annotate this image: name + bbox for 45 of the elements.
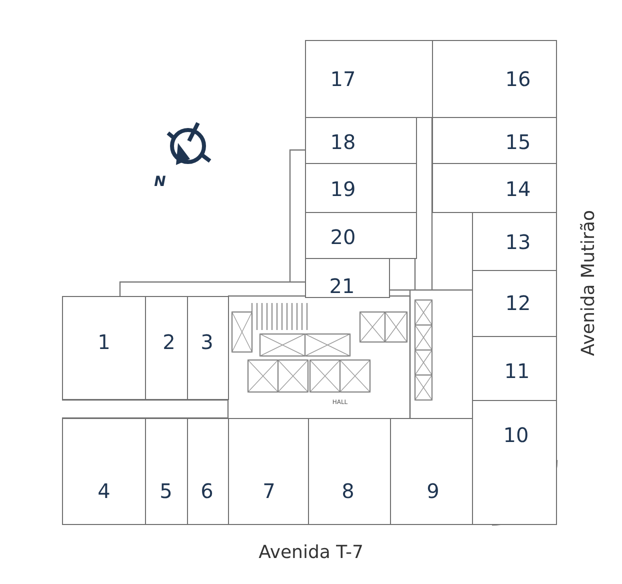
unit-room <box>432 40 557 118</box>
compass-north-label: N <box>154 175 166 189</box>
unit-room <box>228 418 309 525</box>
unit-room <box>472 336 557 401</box>
unit-number: 9 <box>426 481 440 501</box>
unit-number: 7 <box>262 481 276 501</box>
unit-room <box>305 258 390 298</box>
unit-number: 12 <box>505 293 531 313</box>
unit-number: 14 <box>505 179 531 199</box>
unit-room <box>187 296 229 400</box>
unit-room <box>145 418 188 525</box>
unit-number: 10 <box>503 425 529 445</box>
unit-number: 13 <box>505 232 531 252</box>
unit-room <box>390 418 473 525</box>
unit-room <box>472 400 557 525</box>
unit-number: 2 <box>162 332 176 352</box>
unit-number: 5 <box>160 481 172 501</box>
unit-number: 20 <box>330 227 356 247</box>
street-name: Avenida T-7 <box>258 544 364 562</box>
unit-number: 21 <box>329 276 355 296</box>
unit-room <box>62 418 146 525</box>
unit-number: 17 <box>330 69 356 89</box>
unit-number: 19 <box>330 179 356 199</box>
unit-room <box>432 117 557 164</box>
unit-number: 16 <box>505 69 531 89</box>
unit-number: 8 <box>342 481 354 501</box>
unit-number: 1 <box>98 332 110 352</box>
unit-number: 11 <box>504 361 530 381</box>
unit-number: 4 <box>98 481 110 501</box>
unit-room <box>305 117 417 164</box>
unit-room <box>305 40 433 118</box>
unit-number: 15 <box>505 132 531 152</box>
street-name: Avenida Mutirão <box>580 210 598 356</box>
unit-room <box>472 212 557 271</box>
unit-number: 3 <box>200 332 214 352</box>
unit-room <box>305 163 417 213</box>
unit-room <box>308 418 391 525</box>
unit-room <box>145 296 188 400</box>
unit-room <box>62 296 146 400</box>
unit-room <box>305 212 417 259</box>
unit-room <box>472 270 557 337</box>
unit-room <box>432 163 557 213</box>
unit-number: 18 <box>330 132 356 152</box>
unit-number: 6 <box>200 481 214 501</box>
unit-room <box>187 418 229 525</box>
